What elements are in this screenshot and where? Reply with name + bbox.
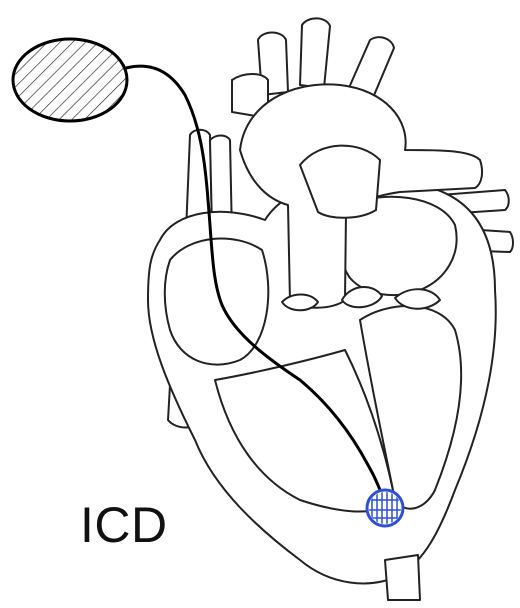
valve-left <box>282 295 318 311</box>
lead-electrode-icon <box>367 490 403 526</box>
aortic-branch-2 <box>300 18 330 88</box>
pulse-generator-icon <box>13 39 127 121</box>
apex-vessel <box>385 555 420 600</box>
icd-label: ICD <box>80 500 168 550</box>
heart-outline <box>148 18 513 600</box>
